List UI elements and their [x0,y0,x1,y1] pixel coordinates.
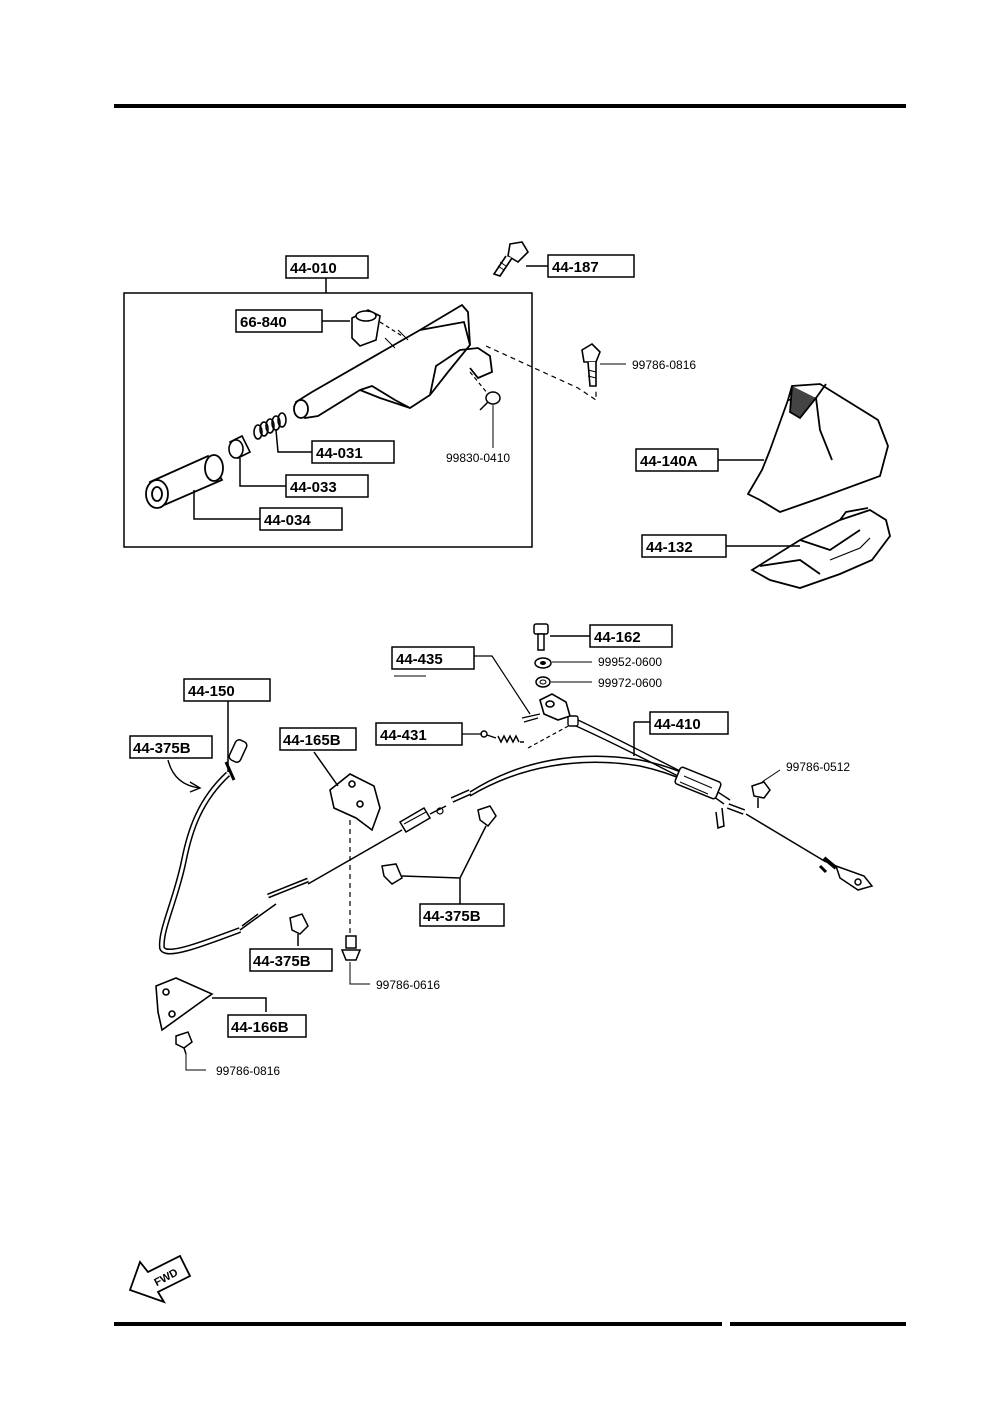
cable-link-mid [429,805,447,815]
washer-inner-99972 [539,679,547,685]
svg-text:44-187: 44-187 [552,259,599,276]
leader-44-375B-b [401,825,487,904]
leader-99786-0816-bottom [185,1054,206,1071]
spring-part-44-031 [253,412,287,440]
leader-44-166B [212,997,267,1012]
bolt-part-99786-0616 [340,935,362,961]
label-box-44-165B: 44-165B [279,727,357,751]
svg-text:44-150: 44-150 [188,683,235,700]
svg-text:44-010: 44-010 [290,260,337,277]
svg-text:44-375B: 44-375B [423,908,481,925]
label-99972-0600: 99972-0600 [598,676,662,690]
leader-44-031 [275,429,312,453]
fwd-arrow-icon: FWD [128,1254,192,1304]
label-box-44-375B-a: 44-375B [129,735,213,759]
label-box-44-166B: 44-166B [227,1014,307,1038]
rear-cable-part-44-410 [450,719,874,891]
leader-44-034 [193,490,260,520]
dash-bolt-0816-top [485,345,597,402]
washer-part-99972-0600 [535,676,551,688]
bracket-part-44-166B [155,977,214,1032]
washer-inner-99952 [540,661,546,665]
grip-part-44-034 [145,454,224,509]
cable-end-ball [436,807,444,815]
bolt-part-99786-0512 [751,781,771,808]
cable-adjuster-part [398,806,432,834]
label-99786-0816-top: 99786-0816 [632,358,696,372]
label-box-44-031: 44-031 [311,440,395,464]
leader-44-165B [313,751,339,787]
bolt-part-44-162 [533,623,549,651]
label-99786-0816-bottom: 99786-0816 [216,1064,280,1078]
bolt-part-99786-0816-bottom [175,1031,193,1055]
console-bracket-part-44-132 [750,507,891,589]
bushing-part-44-033 [228,434,252,460]
leader-44-033 [239,458,286,487]
leader-99786-0616 [349,962,370,985]
dash-spring-equalizer [527,723,573,749]
leader-44-435 [474,655,531,715]
svg-text:44-162: 44-162 [594,629,641,646]
label-box-44-435: 44-435 [391,646,475,670]
knob-part-66-840 [351,309,381,347]
label-box-44-033: 44-033 [285,474,369,498]
return-spring-part-44-431 [480,730,524,744]
arrow-44-375B-a [167,759,201,789]
label-box-44-132: 44-132 [641,534,727,558]
svg-text:44-166B: 44-166B [231,1019,289,1036]
label-99952-0600: 99952-0600 [598,655,662,669]
console-part-44-140A [746,383,889,513]
svg-text:44-165B: 44-165B [283,732,341,749]
bolt-part-44-187 [492,241,530,277]
svg-text:44-140A: 44-140A [640,453,698,470]
cable-clip-part-mid [381,863,403,885]
cable-clip-part-right-top [477,805,497,828]
cable-link-front [239,829,403,931]
screw-part-99830-0410 [479,391,501,411]
arrow-head-44-375B-a [189,781,202,793]
label-box-44-410: 44-410 [649,711,729,735]
dash-screw-0410 [469,371,489,395]
front-cable-part-44-150 [158,739,248,955]
label-box-66-840: 66-840 [235,309,323,333]
cable-clip-part-low [289,913,309,935]
cable-clip-point [567,715,579,727]
label-box-44-187: 44-187 [547,254,635,278]
label-box-44-010: 44-010 [285,255,369,279]
svg-text:66-840: 66-840 [240,314,287,331]
label-99830-0410: 99830-0410 [446,451,510,465]
equalizer-part [521,693,571,723]
label-99786-0616: 99786-0616 [376,978,440,992]
brake-lever-part [293,303,493,419]
label-box-44-375B-c: 44-375B [249,948,333,972]
svg-text:44-132: 44-132 [646,539,693,556]
svg-text:44-031: 44-031 [316,445,363,462]
label-box-44-034: 44-034 [259,507,343,531]
label-box-44-140A: 44-140A [635,448,719,472]
svg-text:44-375B: 44-375B [133,740,191,757]
leader-99786-0512 [761,769,781,783]
label-box-44-431: 44-431 [375,722,463,746]
label-box-44-162: 44-162 [589,624,673,648]
svg-text:44-375B: 44-375B [253,953,311,970]
dash-knob [379,321,403,337]
lever-assembly-frame [123,292,533,548]
bracket-part-44-165B [329,773,381,832]
bolt-part-99786-0816-top [581,342,601,387]
svg-text:44-435: 44-435 [396,651,443,668]
svg-text:44-034: 44-034 [264,512,311,529]
label-box-44-150: 44-150 [183,678,271,702]
svg-text:44-431: 44-431 [380,727,427,744]
svg-text:44-033: 44-033 [290,479,337,496]
label-box-44-375B-b: 44-375B [419,903,505,927]
label-99786-0512: 99786-0512 [786,760,850,774]
svg-text:44-410: 44-410 [654,716,701,733]
